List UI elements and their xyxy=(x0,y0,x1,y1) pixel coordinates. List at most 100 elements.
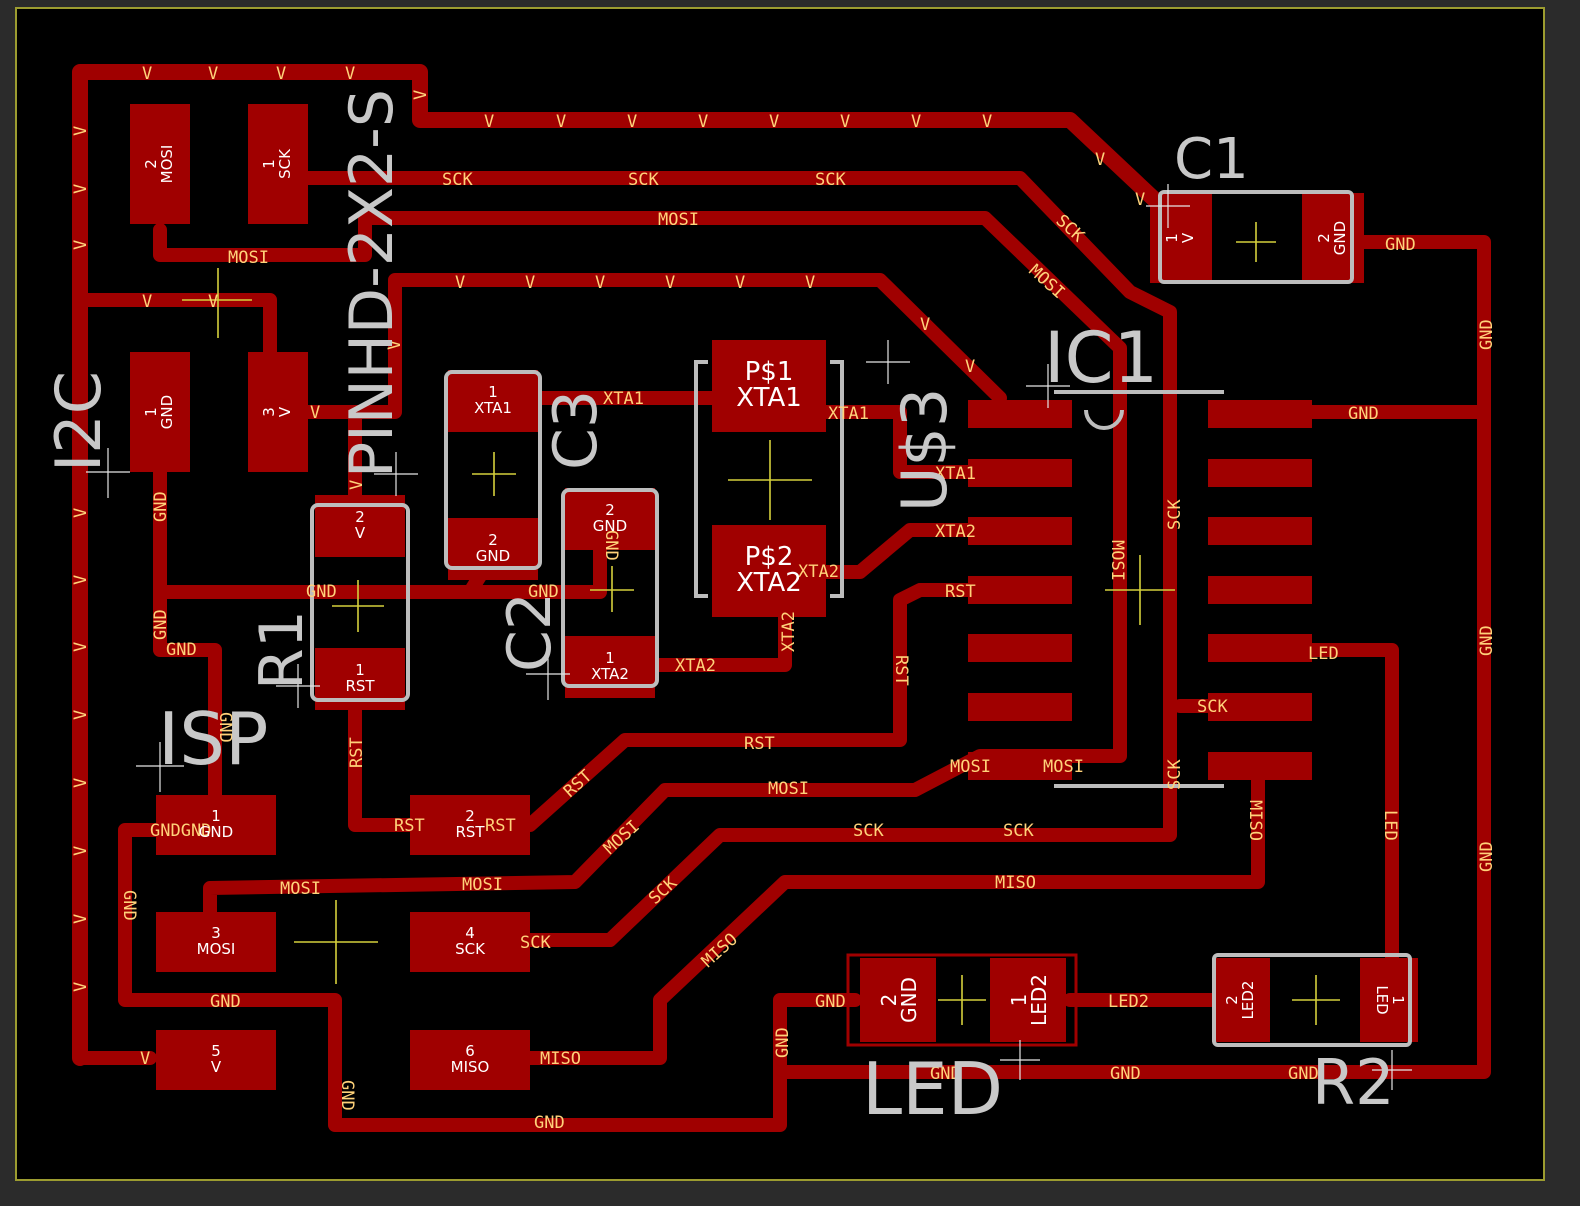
pad-number: P$2 xyxy=(745,542,794,572)
pad-number: 1 xyxy=(1007,994,1031,1007)
net-label-v: V xyxy=(276,64,286,84)
net-label-v: V xyxy=(345,64,355,84)
label-r1: R1 xyxy=(247,610,317,690)
net-label-v: V xyxy=(735,273,745,293)
net-label-gnd: GND xyxy=(528,582,559,602)
net-label-sck: SCK xyxy=(1165,499,1185,530)
net-label-sck: SCK xyxy=(628,170,659,190)
pad-number: 3 xyxy=(260,407,278,417)
net-label-sck: SCK xyxy=(520,933,551,953)
net-label-sck: SCK xyxy=(1165,759,1185,790)
pad-net: SCK xyxy=(455,940,486,958)
net-label-mosi: MOSI xyxy=(768,779,809,799)
net-label-gnd: GND xyxy=(815,992,846,1012)
net-label-xta2: XTA2 xyxy=(935,522,976,542)
net-label-v: V xyxy=(71,575,91,585)
pad-number: 5 xyxy=(211,1042,221,1060)
net-label-v: V xyxy=(1135,190,1145,210)
net-label-gnd: GND xyxy=(210,992,241,1012)
net-label-v: V xyxy=(385,340,405,350)
net-label-gnd: GND xyxy=(1288,1064,1319,1084)
label-i2c: I2C xyxy=(42,371,115,472)
pad-number: 1 xyxy=(488,383,498,401)
pad-number: 2 xyxy=(488,531,498,549)
pad-net: RST xyxy=(455,823,485,841)
net-label-gnd: GND xyxy=(215,712,235,743)
net-label-gndgnd: GNDGND xyxy=(150,821,211,841)
net-label-mosi: MOSI xyxy=(1107,540,1127,581)
label-isp: ISP xyxy=(158,697,268,781)
net-label-v: V xyxy=(71,508,91,518)
net-label-v: V xyxy=(769,112,779,132)
pad-net: GND xyxy=(158,395,176,429)
pad-net: SCK xyxy=(276,148,294,179)
pad-number: 2 xyxy=(142,159,160,169)
pad-net: LED2 xyxy=(1027,974,1051,1026)
net-label-gnd: GND xyxy=(151,609,171,640)
net-label-v: V xyxy=(71,778,91,788)
pad-net: MOSI xyxy=(158,145,176,184)
pad-net: XTA1 xyxy=(736,383,802,413)
net-label-v: V xyxy=(140,1049,150,1069)
pad-net: GND xyxy=(897,977,921,1023)
net-label-xta2: XTA2 xyxy=(798,562,839,582)
label-r2: R2 xyxy=(1312,1046,1395,1119)
net-label-gnd: GND xyxy=(1348,404,1379,424)
net-label-sck: SCK xyxy=(442,170,473,190)
net-label-v: V xyxy=(71,240,91,250)
pad-net: XTA2 xyxy=(591,665,629,683)
net-label-mosi: MOSI xyxy=(228,248,269,268)
net-label-rst: RST xyxy=(744,734,775,754)
net-label-mosi: MOSI xyxy=(280,879,321,899)
net-labels: V V V V V V V V V V V V V V V V V V V V … xyxy=(71,64,1497,1133)
pad-net: MOSI xyxy=(197,940,236,958)
pad-number: 2 xyxy=(465,807,475,825)
pad-number: 2 xyxy=(605,501,615,519)
pad-number: 1 xyxy=(260,159,278,169)
net-label-gnd: GND xyxy=(930,1064,961,1084)
net-label-rst: RST xyxy=(891,655,911,686)
net-label-led2: LED2 xyxy=(1108,992,1149,1012)
net-label-sck: SCK xyxy=(1197,697,1228,717)
net-label-mosi: MOSI xyxy=(1043,757,1084,777)
label-c3: C3 xyxy=(541,390,611,470)
label-u3: U$3 xyxy=(888,388,961,512)
pad-net: RST xyxy=(345,677,375,695)
net-label-v: V xyxy=(208,64,218,84)
pad-number: 6 xyxy=(465,1042,475,1060)
label-c1: C1 xyxy=(1174,127,1249,192)
pad-number: 2 xyxy=(877,994,901,1007)
pad-number: 4 xyxy=(465,924,475,942)
net-label-gnd: GND xyxy=(306,582,337,602)
pad-net: V xyxy=(1179,232,1197,243)
net-label-v: V xyxy=(71,126,91,136)
net-label-led: LED xyxy=(1380,810,1400,841)
pad-net: XTA1 xyxy=(474,399,512,417)
net-label-rst: RST xyxy=(945,582,976,602)
net-label-xta2: XTA2 xyxy=(779,611,799,652)
net-label-gnd: GND xyxy=(1385,235,1416,255)
net-label-sck: SCK xyxy=(853,821,884,841)
net-label-rst: RST xyxy=(347,737,367,768)
net-label-xta1: XTA1 xyxy=(935,464,976,484)
net-label-rst: RST xyxy=(394,816,425,836)
net-label-v: V xyxy=(556,112,566,132)
net-label-v: V xyxy=(698,112,708,132)
net-label-v: V xyxy=(1095,150,1105,170)
net-label-v: V xyxy=(595,273,605,293)
net-label-gnd: GND xyxy=(119,890,139,921)
net-label-v: V xyxy=(71,642,91,652)
net-label-gnd: GND xyxy=(1477,841,1497,872)
net-label-v: V xyxy=(665,273,675,293)
net-label-v: V xyxy=(71,846,91,856)
net-label-v: V xyxy=(71,184,91,194)
net-label-v: V xyxy=(208,292,218,312)
origin-marks xyxy=(86,184,1412,1090)
pad-net: LED2 xyxy=(1239,981,1257,1020)
pad-net: V xyxy=(355,524,366,542)
net-label-mosi: MOSI xyxy=(950,757,991,777)
net-label-gnd: GND xyxy=(534,1113,565,1133)
net-label-gnd: GND xyxy=(601,530,621,561)
